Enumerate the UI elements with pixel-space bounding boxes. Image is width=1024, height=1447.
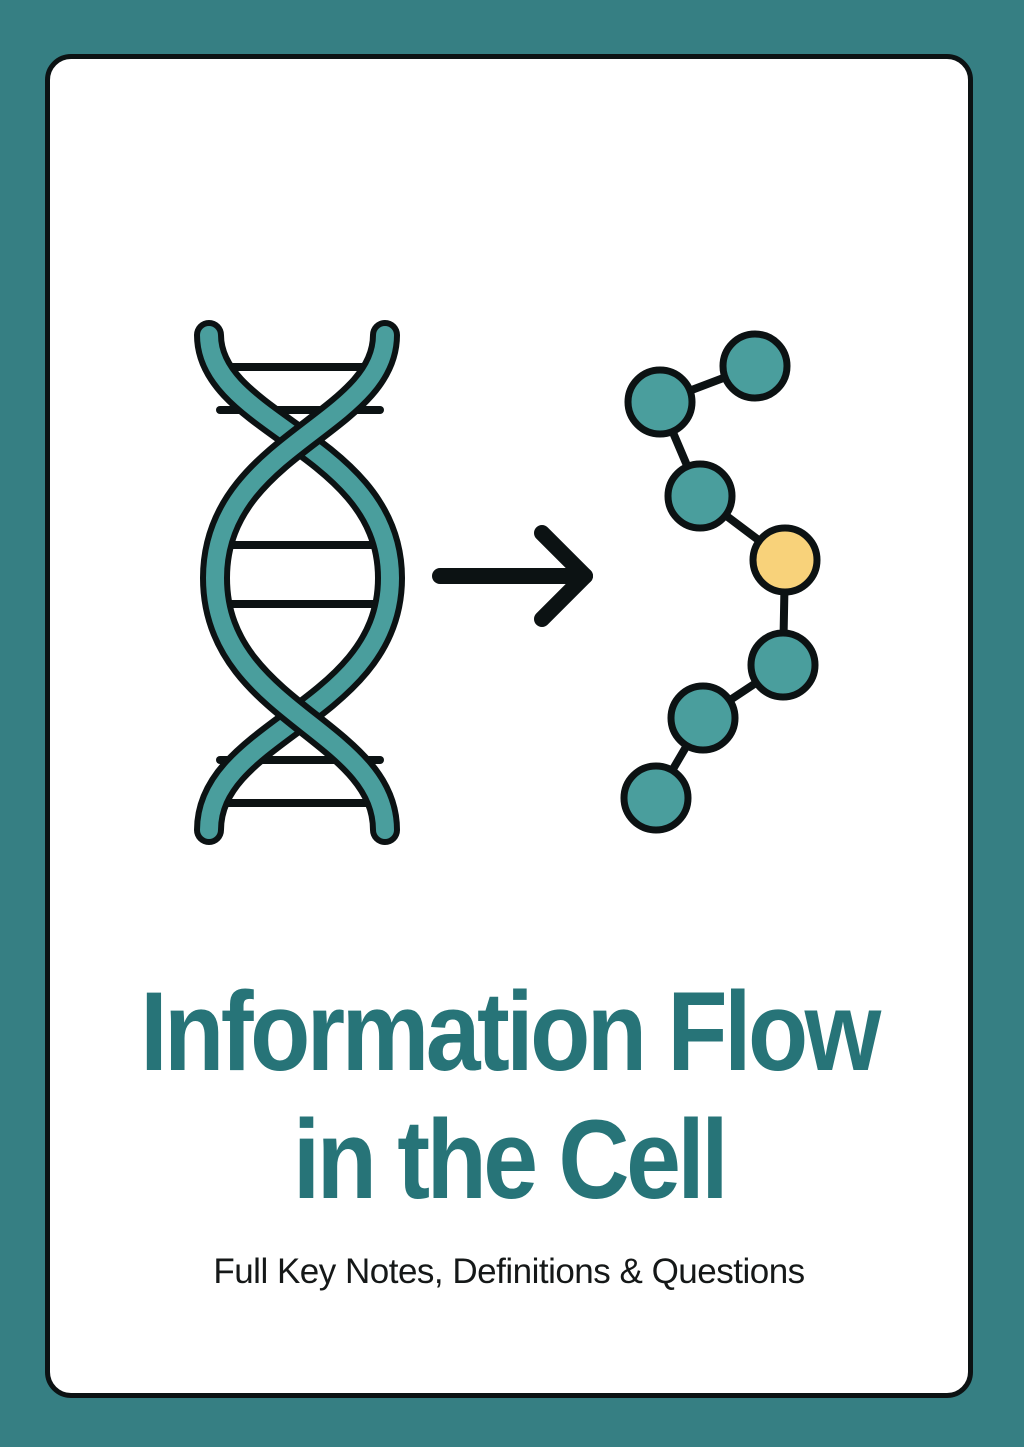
- protein-bead: [624, 366, 696, 438]
- protein-bead-highlight: [749, 524, 821, 596]
- protein-bead: [747, 629, 819, 701]
- page-title: Information Flow in the Cell: [101, 968, 918, 1224]
- protein-bead: [719, 330, 791, 402]
- dna-double-helix-icon: [194, 320, 405, 845]
- right-arrow-icon: [432, 525, 593, 627]
- protein-chain-icon: [620, 330, 821, 834]
- protein-bead: [664, 460, 736, 532]
- protein-bead: [620, 762, 692, 834]
- dna-strand-a: [200, 326, 399, 839]
- title-line-2: in the Cell: [292, 1097, 729, 1222]
- protein-bead: [667, 682, 739, 754]
- subtitle: Full Key Notes, Definitions & Questions: [213, 1252, 805, 1291]
- cover-card: [45, 54, 973, 1398]
- title-line-1: Information Flow: [140, 969, 881, 1094]
- dna-strand-b: [206, 326, 394, 839]
